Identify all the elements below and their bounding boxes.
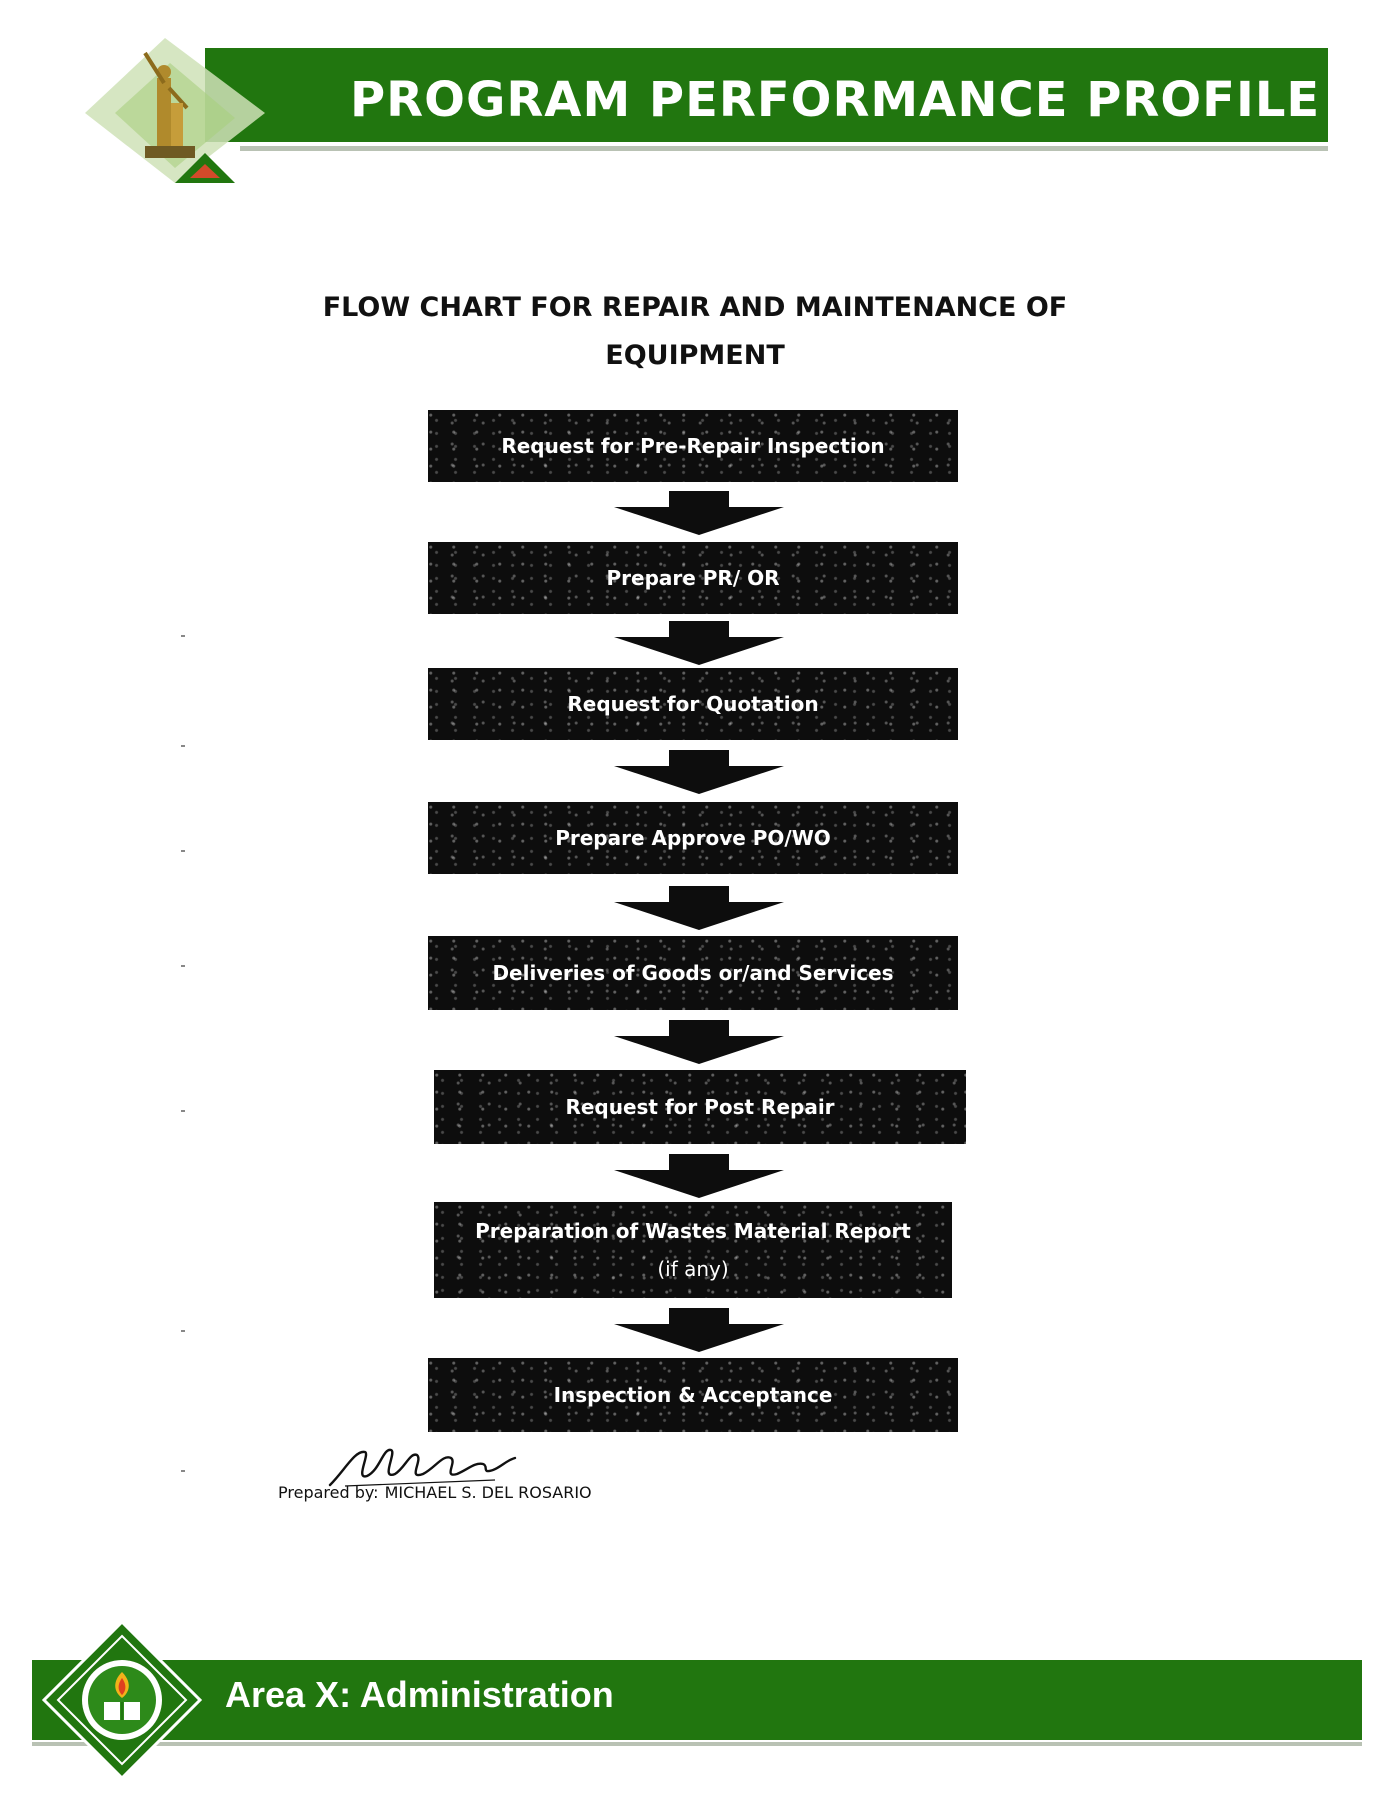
- flow-step-7: Preparation of Wastes Material Report (i…: [434, 1202, 952, 1298]
- flow-step-8-label: Inspection & Acceptance: [553, 1383, 833, 1407]
- flow-step-1-label: Request for Pre-Repair Inspection: [501, 434, 885, 458]
- flow-step-1: Request for Pre-Repair Inspection: [428, 410, 958, 482]
- flow-step-7-note: (if any): [657, 1257, 729, 1281]
- scan-mark: [181, 745, 185, 747]
- flow-step-6: Request for Post Repair: [434, 1070, 966, 1144]
- down-arrow-icon: [614, 491, 784, 535]
- flow-step-2-label: Prepare PR/ OR: [606, 566, 780, 590]
- header-underline: [240, 146, 1328, 151]
- down-arrow-icon: [614, 1154, 784, 1198]
- scan-mark: [181, 1110, 185, 1112]
- prepared-by-label: Prepared by:: [278, 1483, 379, 1502]
- down-arrow-icon: [614, 750, 784, 794]
- prepared-by: Prepared by: MICHAEL S. DEL ROSARIO: [278, 1483, 592, 1502]
- footer-banner: [32, 1660, 1362, 1740]
- scan-mark: [181, 850, 185, 852]
- flow-step-3-label: Request for Quotation: [567, 692, 819, 716]
- flow-step-4: Prepare Approve PO/WO: [428, 802, 958, 874]
- page-title: PROGRAM PERFORMANCE PROFILE: [350, 72, 1321, 128]
- down-arrow-icon: [614, 1020, 784, 1064]
- flowchart-title-line2: EQUIPMENT: [605, 340, 785, 371]
- scan-mark: [181, 965, 185, 967]
- signature-image: [328, 1448, 517, 1487]
- flowchart-title: FLOW CHART FOR REPAIR AND MAINTENANCE OF…: [300, 284, 1090, 380]
- flowchart-title-line1: FLOW CHART FOR REPAIR AND MAINTENANCE OF: [322, 292, 1068, 323]
- flow-step-7-label: Preparation of Wastes Material Report: [475, 1219, 911, 1243]
- statue-logo-icon: [85, 38, 265, 183]
- footer-underline: [32, 1742, 1362, 1746]
- flow-step-4-label: Prepare Approve PO/WO: [555, 826, 831, 850]
- scan-mark: [181, 1330, 185, 1332]
- university-seal-icon: [42, 1620, 202, 1780]
- flow-step-6-label: Request for Post Repair: [565, 1095, 835, 1119]
- preparer-name: MICHAEL S. DEL ROSARIO: [384, 1483, 592, 1502]
- scan-mark: [181, 1470, 185, 1472]
- down-arrow-icon: [614, 886, 784, 930]
- flow-step-3: Request for Quotation: [428, 668, 958, 740]
- header-banner: [205, 48, 1328, 142]
- footer-title: Area X: Administration: [225, 1674, 614, 1715]
- scan-mark: [181, 635, 185, 637]
- flow-step-8: Inspection & Acceptance: [428, 1358, 958, 1432]
- flow-step-5-label: Deliveries of Goods or/and Services: [492, 961, 894, 985]
- flow-step-2: Prepare PR/ OR: [428, 542, 958, 614]
- flow-step-5: Deliveries of Goods or/and Services: [428, 936, 958, 1010]
- down-arrow-icon: [614, 1308, 784, 1352]
- down-arrow-icon: [614, 621, 784, 665]
